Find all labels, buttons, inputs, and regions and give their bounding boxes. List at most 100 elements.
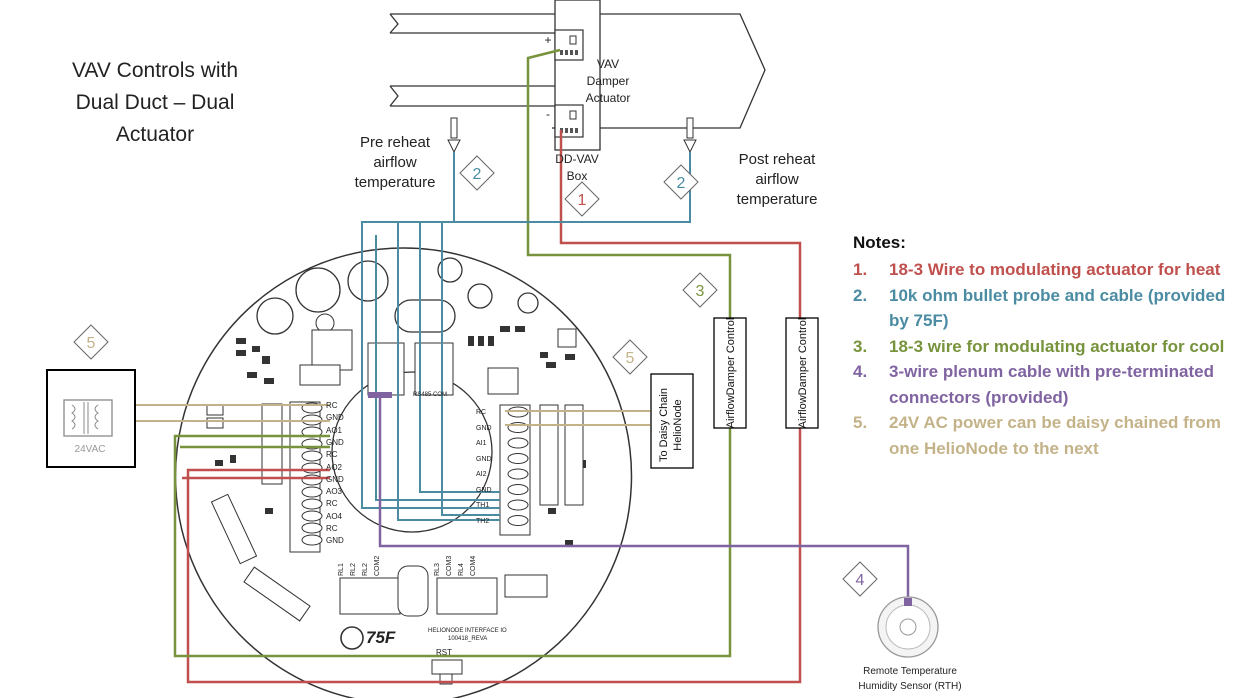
svg-text:4: 4	[856, 572, 865, 589]
terminal-pin	[301, 462, 323, 474]
board-name: HELIONODE INTERFACE IO	[428, 628, 507, 634]
board-rev: 100418_REVA	[448, 636, 488, 642]
terminal-label-right: TH2	[476, 517, 490, 525]
terminal-label-left: GND	[326, 536, 344, 546]
svg-text:5: 5	[87, 335, 96, 352]
wire-probe	[361, 152, 691, 521]
rst-label: RST	[436, 648, 452, 657]
terminal-pin	[301, 450, 323, 462]
wire-cool	[173, 48, 732, 658]
terminal-label-left: RC	[326, 499, 338, 509]
note-item: 3. 18-3 wire for modulating actuator for …	[853, 334, 1243, 360]
rth-sensor	[877, 596, 939, 658]
airflow-damper-control-label-2: AirflowDamper Control	[797, 317, 809, 429]
airflow-damper-control-box-1	[713, 317, 747, 429]
terminal-pin	[301, 474, 323, 486]
diamond-2b: 2	[663, 164, 699, 200]
note-text: 18-3 Wire to modulating actuator for hea…	[889, 260, 1221, 279]
rs485-label: RS485 COM	[413, 392, 448, 398]
terminal-pin	[507, 484, 529, 495]
svg-text:5: 5	[626, 350, 635, 367]
terminal-pin	[301, 510, 323, 522]
note-item: 5. 24V AC power can be daisy chained from…	[853, 410, 1243, 461]
diagram-title: VAV Controls with Dual Duct – Dual Actua…	[71, 59, 239, 146]
rth-label: Remote Temperature Humidity Sensor (RTH)	[858, 666, 962, 692]
transformer-24vac	[46, 369, 136, 468]
notes-title: Notes:	[853, 233, 906, 252]
terminal-label-left: AO1	[326, 425, 343, 435]
note-number: 4.	[853, 362, 868, 381]
diamond-4: 4	[842, 561, 878, 597]
terminal-label-left: AO2	[326, 462, 343, 472]
svg-text:2: 2	[677, 175, 686, 192]
wire-heat	[182, 130, 802, 684]
wire-power	[112, 404, 650, 426]
note-number: 2.	[853, 285, 868, 305]
airflow-damper-control-box-2	[785, 317, 819, 429]
terminal-pin	[507, 468, 529, 480]
relay-label: COM4	[470, 555, 477, 576]
note-text: 10k ohm bullet probe and cable (provided…	[889, 285, 1226, 331]
svg-text:1: 1	[578, 192, 587, 209]
terminal-label-left: RC	[326, 524, 338, 533]
note-text: 24V AC power can be daisy chained from o…	[889, 413, 1221, 458]
terminal-label-left: RC	[326, 401, 338, 410]
relay-label: RL2	[362, 563, 369, 576]
terminal-label-left: AO4	[326, 511, 343, 521]
diamond-3: 3	[682, 272, 718, 308]
note-number: 5.	[853, 413, 868, 432]
diamond-5b: 5	[612, 339, 648, 375]
diamond-1: 1	[564, 181, 600, 217]
notes-panel: Notes: 1. 18-3 Wire to modulating actuato…	[853, 233, 1243, 461]
terminal-label-right: GND	[476, 486, 492, 494]
actuator-top	[554, 29, 584, 61]
terminal-label-left: RC	[326, 450, 338, 460]
relay-labels: RL1 RL2 RL2 COM2 RL3 COM3 RL4 COM4	[338, 556, 508, 578]
note-text: 3-wire plenum cable with pre-terminated …	[889, 362, 1214, 407]
terminal-label-right: AI1	[476, 440, 487, 447]
dd-vav-box-label: DD-VAV Box	[555, 152, 599, 183]
terminal-label-right: RC	[476, 409, 487, 416]
airflow-damper-control-label-1: AirflowDamper Control	[725, 317, 737, 429]
terminal-pin	[301, 498, 323, 510]
terminal-label-left: GND	[326, 437, 344, 447]
terminal-label-left: GND	[326, 474, 344, 484]
terminal-label-right: AI2	[476, 471, 487, 478]
post-reheat-label: Post reheat airflow temperature	[736, 151, 818, 208]
terminal-label-left: AO3	[326, 487, 343, 497]
vav-damper-actuator-label: VAV Damper Actuator	[585, 57, 631, 105]
actuator-minus-label: -	[546, 107, 550, 121]
wire-plenum	[368, 392, 910, 603]
relay-label: RL1	[338, 563, 345, 576]
terminal-pin	[301, 534, 323, 546]
note-number: 3.	[853, 336, 868, 356]
relay-label: RL4	[458, 563, 465, 576]
notes-list: 1. 18-3 Wire to modulating actuator for h…	[853, 257, 1243, 461]
terminal-pin	[507, 453, 529, 464]
note-text: 18-3 wire for modulating actuator for co…	[889, 336, 1225, 356]
relay-label: COM3	[446, 555, 453, 576]
note-number: 1.	[853, 260, 868, 279]
terminal-label-right: GND	[476, 455, 492, 463]
actuator-bottom	[554, 104, 584, 138]
relay-label: RL3	[434, 563, 441, 576]
board-brand: 75F	[366, 628, 396, 647]
terminal-pin	[301, 486, 323, 498]
terminal-label-left: GND	[326, 413, 344, 423]
helionode-board	[174, 247, 633, 698]
note-item: 1. 18-3 Wire to modulating actuator for h…	[853, 257, 1243, 283]
svg-text:2: 2	[473, 166, 482, 183]
note-item: 2. 10k ohm bullet probe and cable (provid…	[853, 283, 1243, 334]
daisy-chain-label: To Daisy Chain HelioNode	[658, 388, 684, 462]
terminal-label-right: TH1	[476, 502, 490, 509]
actuator-plus-label: +	[544, 33, 552, 47]
relay-label: COM2	[374, 555, 381, 576]
pre-reheat-label: Pre reheat airflow temperature	[354, 134, 436, 191]
transformer-label: 24VAC	[74, 444, 106, 455]
diamond-5a: 5	[73, 324, 109, 360]
relay-label: RL2	[350, 563, 357, 576]
terminal-label-right: GND	[476, 424, 492, 432]
terminal-pin	[301, 522, 323, 534]
